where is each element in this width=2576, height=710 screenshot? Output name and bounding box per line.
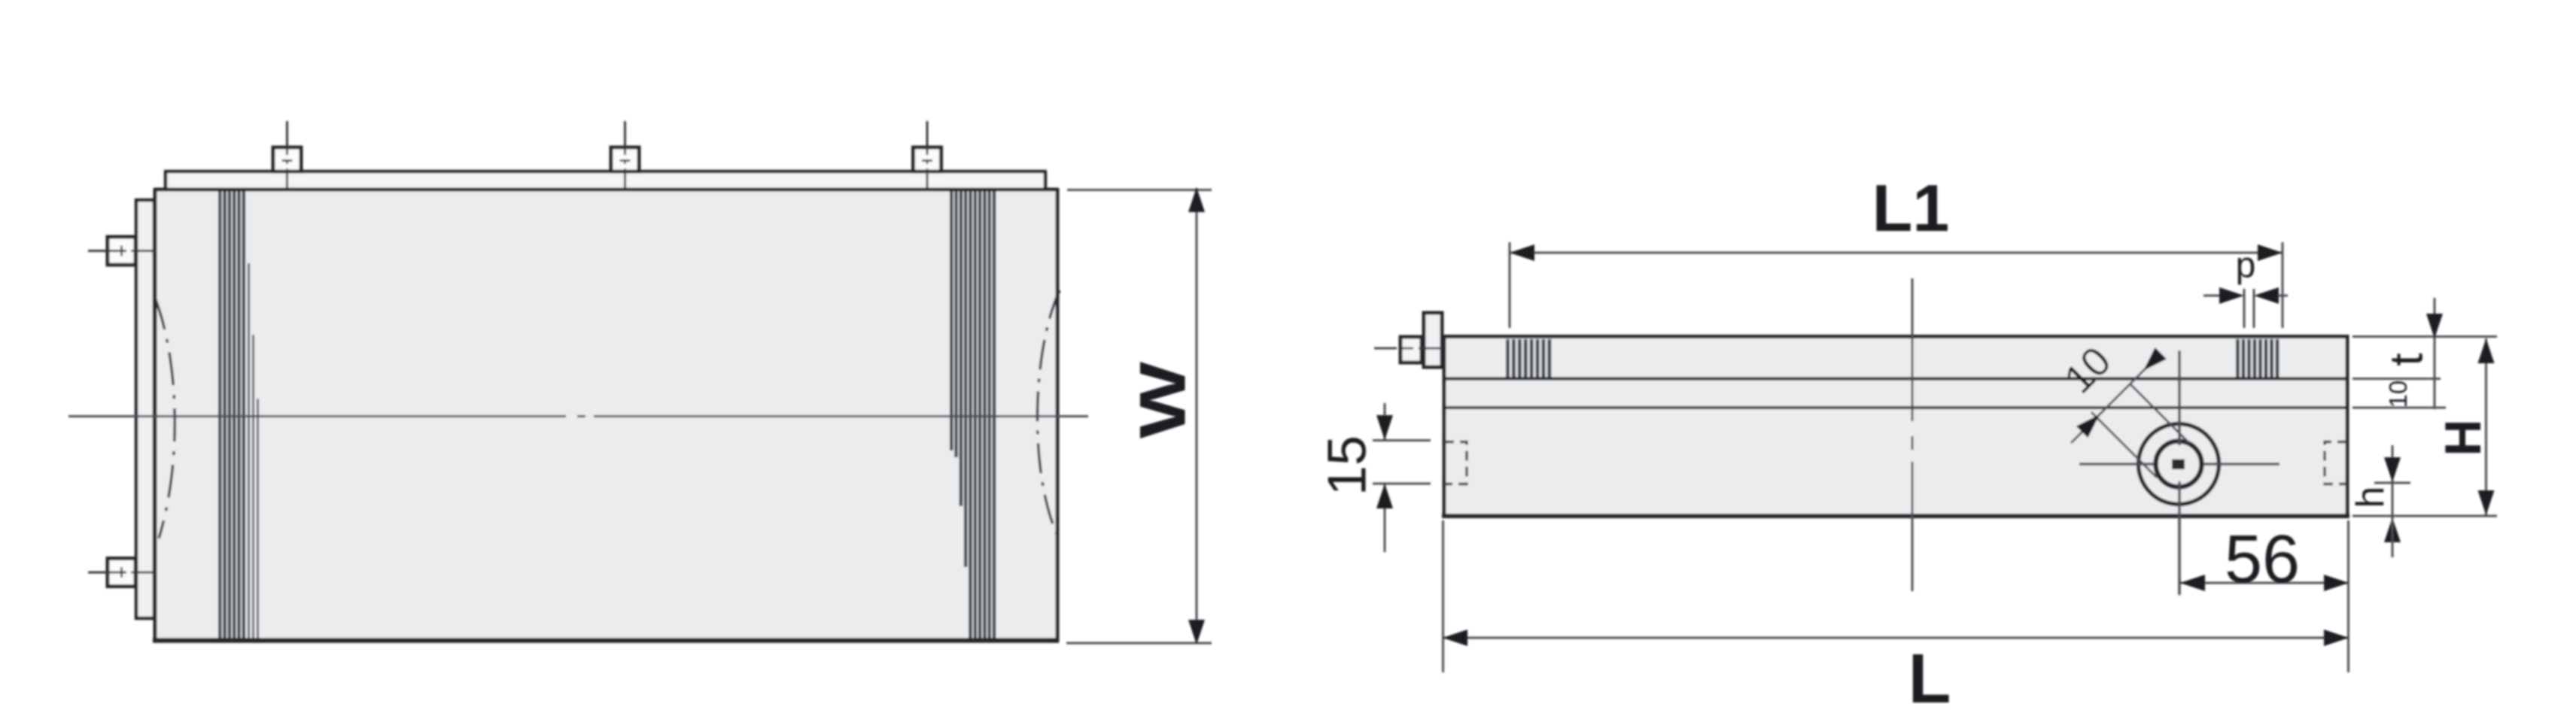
svg-text:56: 56 <box>2225 522 2300 597</box>
svg-text:15: 15 <box>1318 435 1378 496</box>
svg-text:t: t <box>2381 353 2433 366</box>
svg-text:10: 10 <box>2384 381 2412 408</box>
svg-text:H: H <box>2435 419 2492 456</box>
svg-text:h: h <box>2349 487 2392 508</box>
svg-text:p: p <box>2236 245 2256 285</box>
svg-text:W: W <box>1126 361 1199 438</box>
svg-text:L1: L1 <box>1872 171 1950 245</box>
svg-text:L: L <box>1908 639 1951 710</box>
